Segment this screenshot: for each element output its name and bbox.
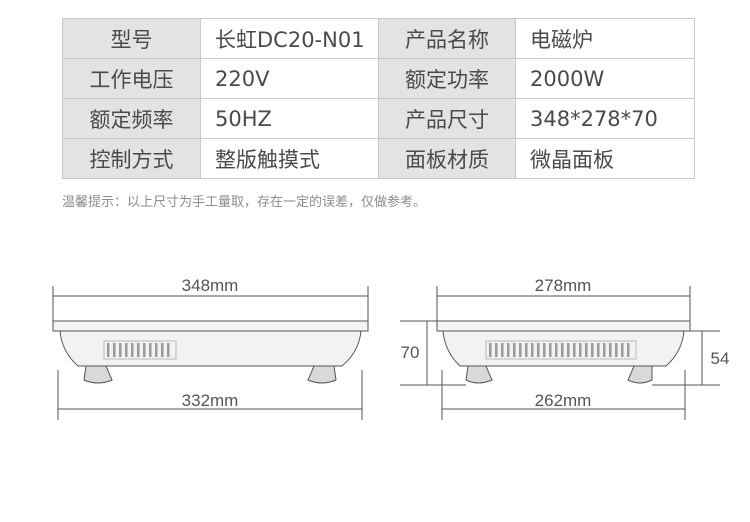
spec-label-voltage: 工作电压 <box>62 58 201 99</box>
spec-value-panel: 微晶面板 <box>515 138 695 179</box>
table-row: 型号 长虹DC20-N01 产品名称 电磁炉 <box>62 18 695 59</box>
side-glass-panel <box>436 320 691 332</box>
table-row: 额定频率 50HZ 产品尺寸 348*278*70 <box>62 98 695 139</box>
front-top-width-label: 348mm <box>182 276 239 295</box>
disclaimer-note: 温馨提示：以上尺寸为手工量取，存在一定的误差，仅做参考。 <box>62 195 427 210</box>
spec-label-panel: 面板材质 <box>378 138 516 179</box>
spec-value-size: 348*278*70 <box>515 98 695 139</box>
spec-value-product-name: 电磁炉 <box>515 18 695 59</box>
spec-value-frequency: 50HZ <box>200 98 379 139</box>
side-foot-right <box>627 365 653 384</box>
side-bottom-width-label: 262mm <box>535 391 592 410</box>
front-glass-panel <box>52 320 369 332</box>
spec-table: 型号 长虹DC20-N01 产品名称 电磁炉 工作电压 220V 额定功率 20… <box>62 18 695 179</box>
spec-label-size: 产品尺寸 <box>378 98 516 139</box>
spec-value-model: 长虹DC20-N01 <box>200 18 379 59</box>
side-foot-left <box>465 365 493 384</box>
front-vents <box>103 340 177 360</box>
spec-label-frequency: 额定频率 <box>62 98 201 139</box>
spec-label-model: 型号 <box>62 18 201 59</box>
front-view <box>52 286 369 420</box>
spec-value-voltage: 220V <box>200 58 379 99</box>
spec-label-power: 额定功率 <box>378 58 516 99</box>
spec-value-power: 2000W <box>515 58 695 99</box>
side-top-width-label: 278mm <box>535 276 592 295</box>
side-total-height-label: 70 <box>401 343 420 362</box>
front-body <box>59 330 362 367</box>
table-row: 工作电压 220V 额定功率 2000W <box>62 58 695 99</box>
side-vents <box>485 340 637 360</box>
spec-label-control: 控制方式 <box>62 138 201 179</box>
table-row: 控制方式 整版触摸式 面板材质 微晶面板 <box>62 138 695 179</box>
front-foot-left <box>83 365 113 384</box>
side-body-height-label: 54 <box>711 349 730 368</box>
front-bottom-width-label: 332mm <box>182 391 239 410</box>
front-foot-right <box>307 365 337 384</box>
